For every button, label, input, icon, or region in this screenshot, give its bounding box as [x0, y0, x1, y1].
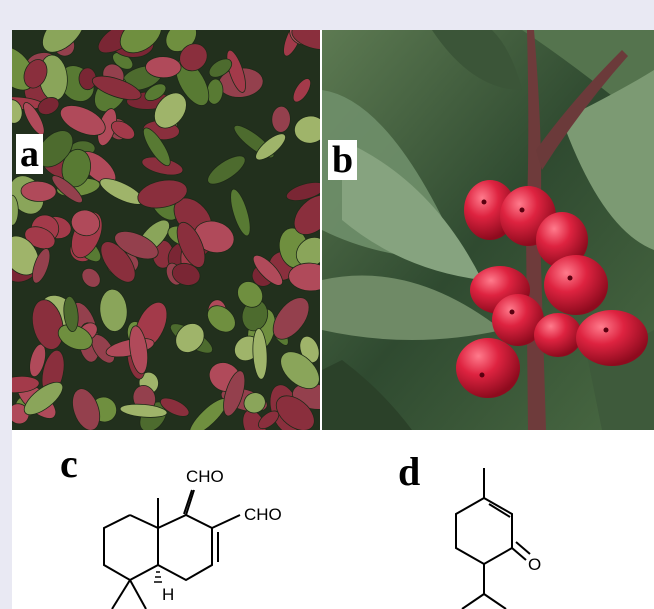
leaf [237, 281, 264, 308]
leaf [100, 241, 136, 283]
leaf [179, 43, 208, 72]
leaf [110, 120, 136, 140]
leaf [271, 105, 291, 133]
leaf [144, 83, 167, 101]
leaf [12, 403, 30, 425]
leaf [31, 299, 64, 350]
leaf [272, 297, 310, 340]
cho-label-top: CHO [186, 467, 224, 486]
leaf [59, 105, 106, 136]
leaf [57, 324, 93, 351]
leaf [293, 194, 320, 235]
leaf [230, 188, 251, 237]
leaf [291, 30, 320, 51]
leaf [32, 248, 51, 284]
leaf [176, 221, 206, 268]
photo-panel-a: a [12, 30, 320, 430]
photo-panel-b: b [322, 30, 654, 430]
structure-label-d: d [398, 449, 421, 494]
leaf [252, 328, 268, 380]
panel-label-b: b [328, 140, 358, 180]
leaf [175, 323, 205, 353]
leaf [42, 30, 85, 53]
leaf [37, 97, 60, 115]
leaf [292, 78, 312, 103]
leaf [129, 325, 149, 375]
leaf [159, 397, 190, 417]
leaf [63, 295, 79, 333]
leaf [223, 370, 246, 417]
figure: a [12, 30, 654, 609]
leaf [24, 226, 56, 250]
leaf [295, 236, 320, 268]
structure-c: CHO CHO H [103, 467, 282, 609]
leaf [143, 127, 171, 167]
berry-cluster [456, 180, 648, 398]
leaf [207, 305, 236, 333]
leaf [288, 262, 320, 292]
leaf [51, 175, 83, 204]
leaf [12, 99, 23, 124]
leaf [91, 75, 142, 101]
foliage-image [12, 30, 320, 430]
structure-label-c: c [60, 441, 78, 486]
leaf [12, 375, 40, 394]
leaf [207, 155, 246, 185]
carbonyl-o-label: O [528, 555, 541, 574]
leaf [12, 194, 19, 226]
leaf [208, 58, 233, 78]
leaf [226, 49, 246, 93]
leaf [153, 92, 187, 129]
leaf [252, 254, 283, 286]
leaf [114, 230, 159, 260]
leaf [243, 392, 266, 414]
panel-label-a: a [16, 134, 43, 174]
leaf [285, 182, 320, 201]
leaf [275, 395, 315, 430]
leaf [119, 30, 162, 54]
leaf [119, 403, 168, 418]
leaf [294, 115, 320, 144]
berries-image [322, 30, 654, 430]
leaf [171, 262, 201, 286]
leaf [23, 59, 48, 89]
leaf [72, 388, 101, 430]
leaf [70, 209, 101, 237]
leaf [255, 133, 286, 161]
stereo-h-label: H [162, 585, 174, 604]
leaf [20, 180, 57, 202]
cho-label-right: CHO [244, 505, 282, 524]
leaf [137, 179, 188, 209]
leaf [280, 351, 320, 389]
leaf [145, 56, 182, 79]
structure-d: O [455, 468, 541, 609]
leaf [23, 381, 64, 416]
leaf [99, 288, 128, 332]
leaf [81, 267, 101, 288]
